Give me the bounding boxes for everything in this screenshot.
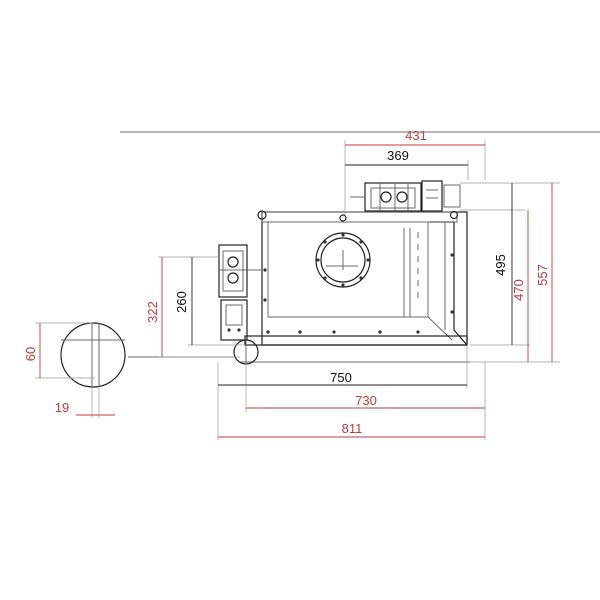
porthole <box>315 232 371 288</box>
dim-label-750: 750 <box>330 370 352 385</box>
dim-label-431: 431 <box>405 128 427 143</box>
dim-label-470: 470 <box>511 279 526 301</box>
dim-label-322: 322 <box>145 301 160 323</box>
dim-label-369: 369 <box>387 148 409 163</box>
housing-body <box>244 210 468 346</box>
dim-label-557: 557 <box>535 264 550 286</box>
foot-detail <box>60 322 259 388</box>
dim-label-260: 260 <box>174 291 189 313</box>
dim-label-19: 19 <box>55 400 69 415</box>
dim-label-811: 811 <box>342 421 363 436</box>
left-actuator <box>218 244 262 341</box>
extension-lines <box>35 140 560 440</box>
dimension-lines <box>39 144 553 438</box>
dim-label-730: 730 <box>355 393 377 408</box>
dim-label-495: 495 <box>493 254 508 276</box>
dim-label-60: 60 <box>23 347 38 361</box>
top-actuator <box>350 180 461 212</box>
